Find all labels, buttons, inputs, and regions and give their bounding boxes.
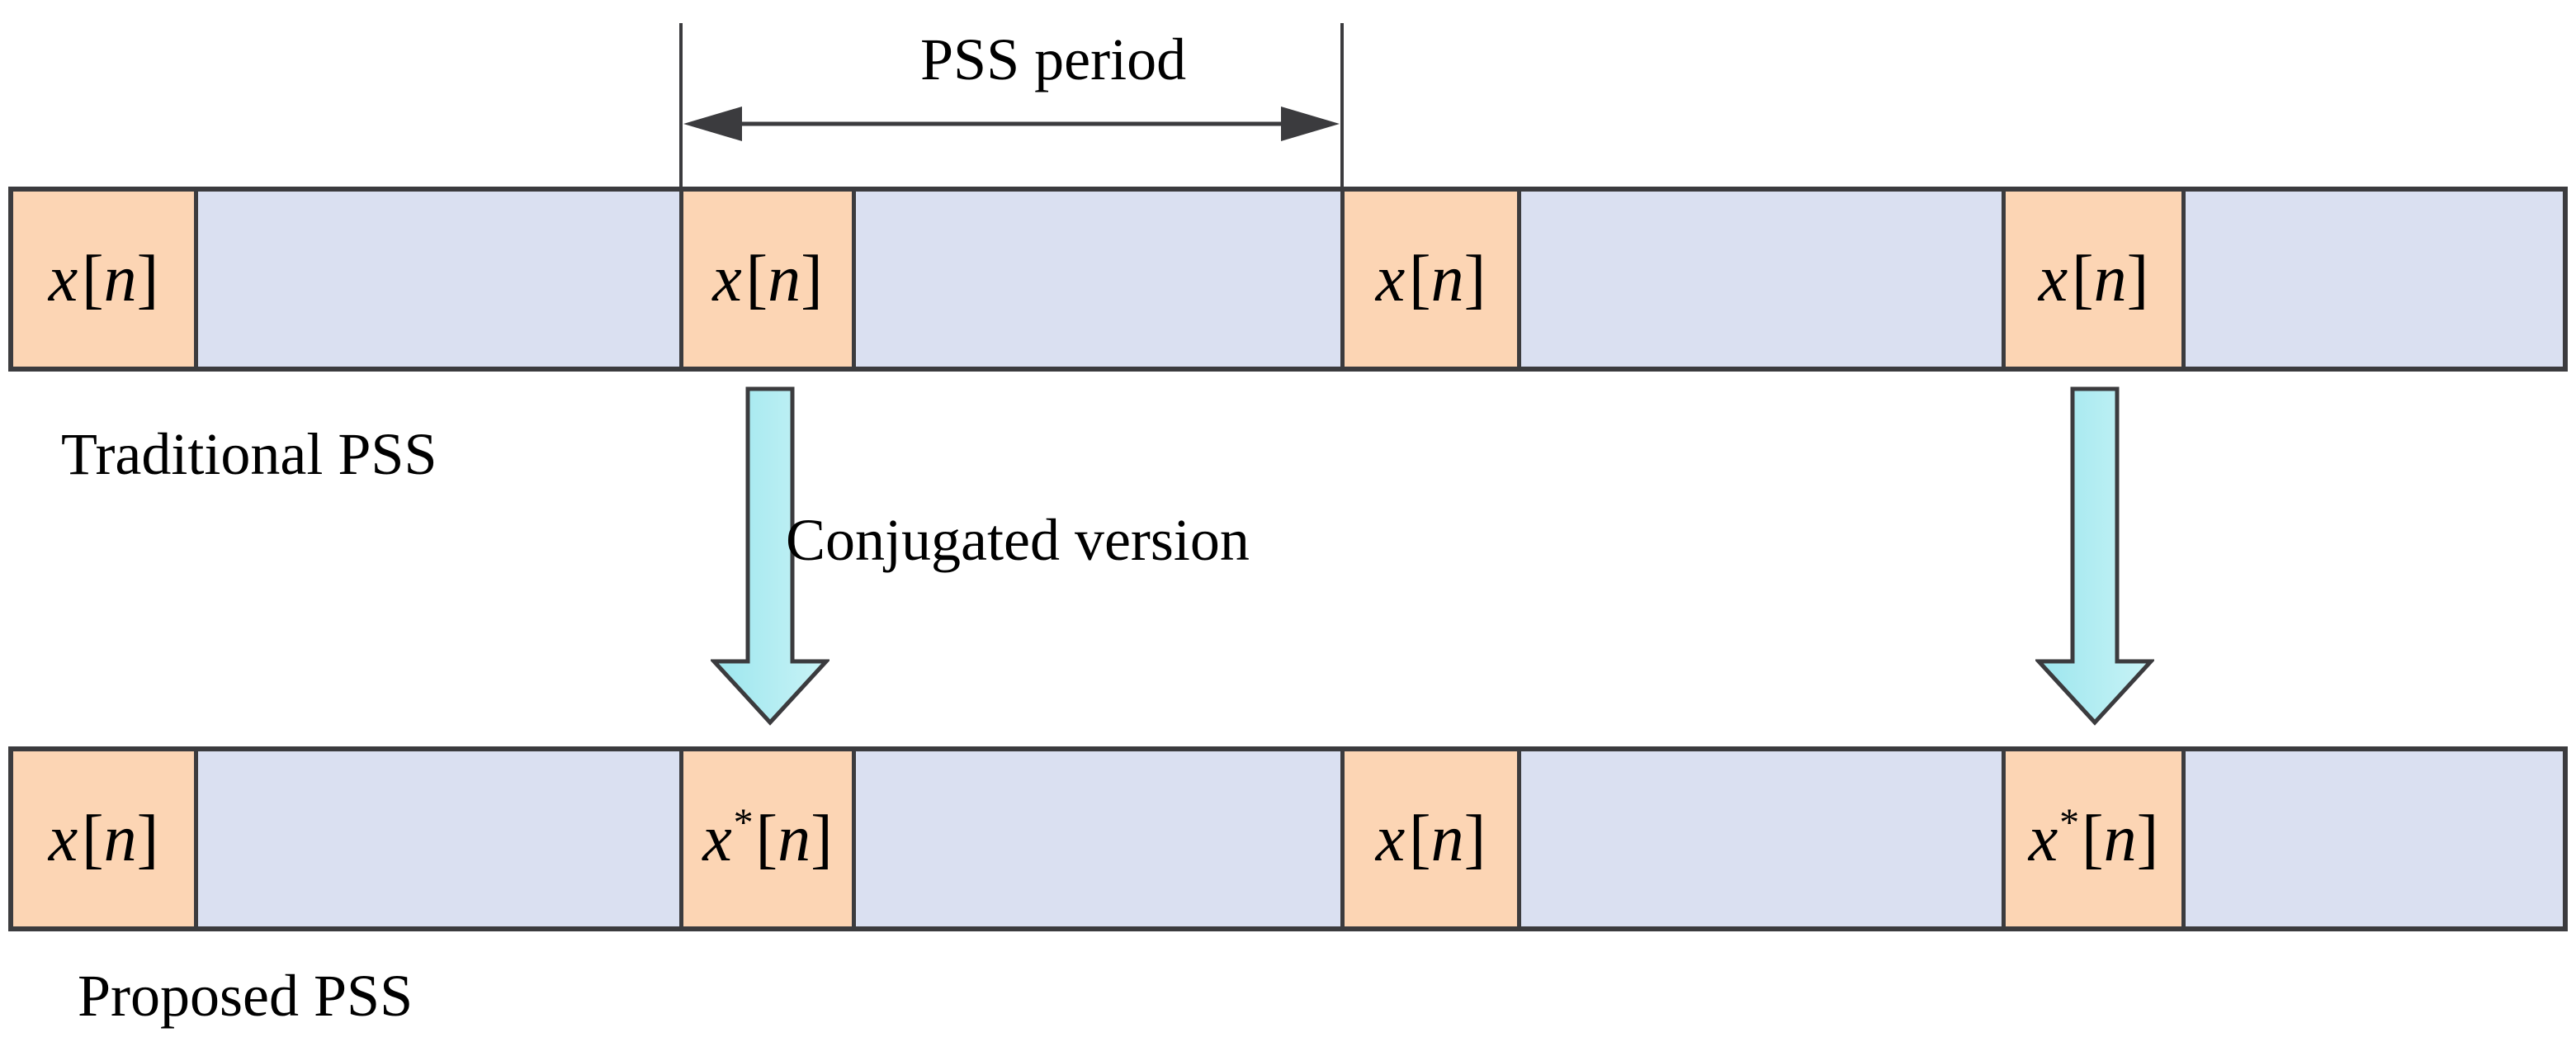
block-label: x*[n] <box>702 801 833 875</box>
proposed-pss-caption: Proposed PSS <box>78 963 414 1029</box>
proposed-block-1: x[n] <box>13 751 198 926</box>
proposed-block-4-conjugated: x*[n] <box>2002 751 2186 926</box>
pss-period-double-arrow-icon <box>683 107 1340 141</box>
pss-period-label: PSS period <box>920 26 1187 92</box>
proposed-block-3: x[n] <box>1340 751 1521 926</box>
block-label: x[n] <box>48 803 159 875</box>
conjugate-down-arrow-icon-1 <box>711 386 830 726</box>
block-label: x[n] <box>48 243 159 315</box>
traditional-pss-bar: x[n] x[n] x[n] x[n] <box>8 187 2568 372</box>
block-label: x[n] <box>2038 243 2149 315</box>
conjugate-down-arrow-icon-2 <box>2035 386 2154 726</box>
proposed-pss-bar: x[n] x*[n] x[n] x*[n] <box>8 746 2568 931</box>
block-label: x*[n] <box>2028 801 2159 875</box>
signal-block-xn-1: x[n] <box>13 192 198 367</box>
signal-block-xn-4: x[n] <box>2002 192 2186 367</box>
period-end-line <box>1340 23 1344 190</box>
block-label: x[n] <box>1375 803 1487 875</box>
conjugated-version-label: Conjugated version <box>786 507 1250 573</box>
signal-block-xn-3: x[n] <box>1340 192 1521 367</box>
traditional-pss-caption: Traditional PSS <box>61 421 437 487</box>
signal-block-xn-2: x[n] <box>679 192 856 367</box>
period-start-line <box>679 23 683 190</box>
proposed-block-2-conjugated: x*[n] <box>679 751 856 926</box>
block-label: x[n] <box>1375 243 1487 315</box>
block-label: x[n] <box>712 243 823 315</box>
